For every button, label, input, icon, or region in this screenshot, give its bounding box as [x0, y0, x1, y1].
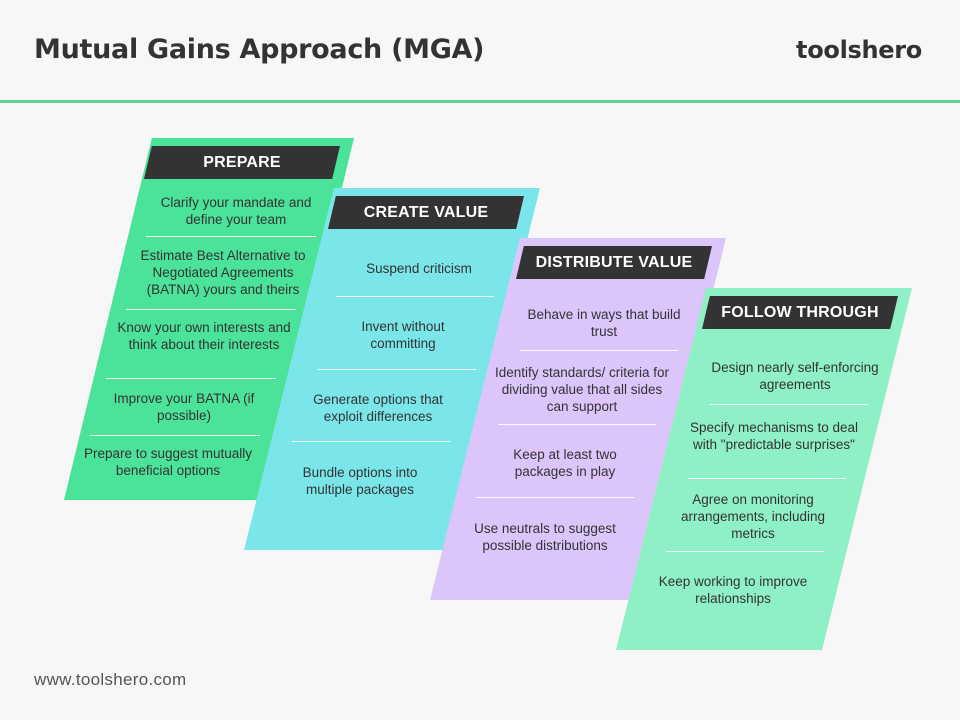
- page-title: Mutual Gains Approach (MGA): [34, 34, 485, 65]
- footer-url: www.toolshero.com: [34, 670, 187, 689]
- header: Mutual Gains Approach (MGA) toolshero: [0, 0, 960, 103]
- brand-logo: toolshero: [796, 36, 922, 64]
- header-divider: [0, 100, 960, 103]
